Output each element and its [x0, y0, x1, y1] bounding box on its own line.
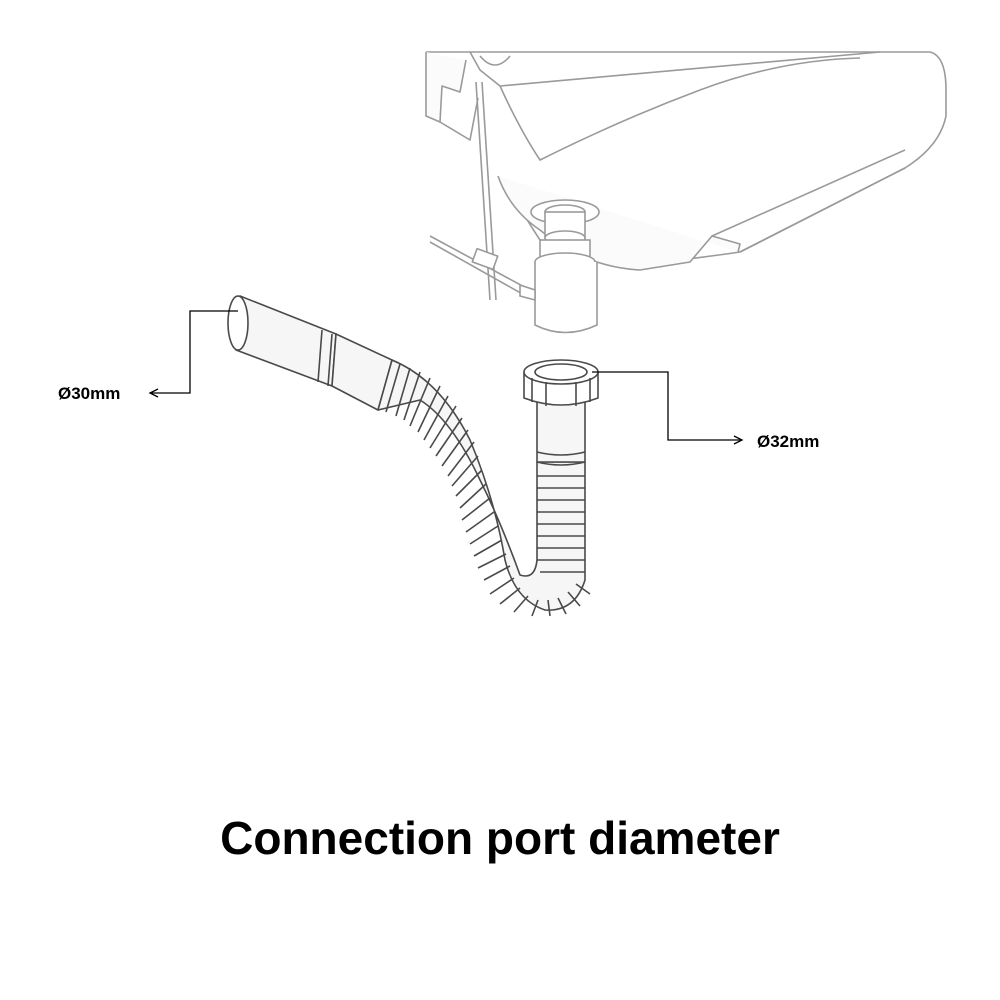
diagram-title: Connection port diameter [220, 812, 780, 864]
right-port-leader [592, 371, 744, 445]
sink-basin [425, 51, 947, 301]
flexible-trap-pipe [227, 295, 599, 617]
popup-waste [519, 199, 600, 334]
left-port-leader [148, 310, 238, 398]
right-port-diameter-label: Ø32mm [757, 432, 819, 451]
left-port-diameter-label: Ø30mm [58, 384, 120, 403]
